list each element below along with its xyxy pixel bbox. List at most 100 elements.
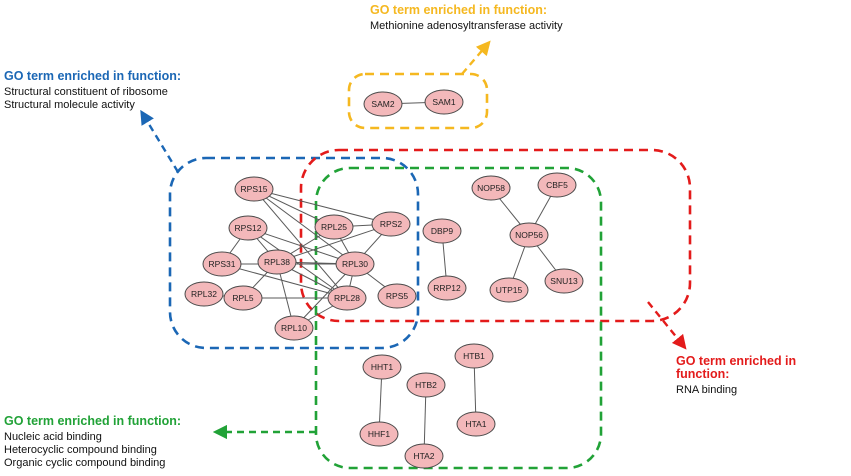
green-annotation-line: Organic cyclic compound binding [4,457,166,469]
node-label: NOP56 [515,230,543,240]
node-ellipse [371,211,411,237]
node-htb1[interactable]: HTB1 [454,343,494,369]
blue-arrow [140,109,180,173]
red-arrow [647,301,687,350]
node-label: HHT1 [371,362,393,372]
node-label: NOP58 [477,183,505,193]
node-rpl25[interactable]: RPL25 [314,214,354,240]
node-nop56[interactable]: NOP56 [509,222,549,248]
node-ellipse [456,411,496,437]
node-ellipse [335,251,375,277]
node-rpl30[interactable]: RPL30 [335,251,375,277]
node-rps31[interactable]: RPS31 [202,251,242,277]
node-ellipse [404,443,444,469]
node-label: DBP9 [431,226,453,236]
node-label: RPS31 [209,259,236,269]
node-label: RPL25 [321,222,347,232]
node-sam1[interactable]: SAM1 [424,89,464,115]
node-label: HHF1 [368,429,390,439]
blue-cluster-box [168,156,420,350]
node-ellipse [406,372,446,398]
node-nop58[interactable]: NOP58 [471,175,511,201]
edge-rps31-rpl28 [221,263,348,299]
node-rpl28[interactable]: RPL28 [327,285,367,311]
node-ellipse [184,281,224,307]
node-ellipse [424,89,464,115]
node-label: RPL32 [191,289,217,299]
node-ellipse [427,275,467,301]
yellow-cluster-box [347,72,489,130]
node-ellipse [257,249,297,275]
node-ellipse [314,214,354,240]
node-hhf1[interactable]: HHF1 [359,421,399,447]
node-ellipse [362,354,402,380]
yellow-annotation: GO term enriched in function: Methionine… [370,4,563,33]
node-label: UTP15 [496,285,523,295]
node-rpl32[interactable]: RPL32 [184,281,224,307]
node-rps5[interactable]: RPS5 [377,283,417,309]
node-label: RPL28 [334,293,360,303]
node-ellipse [489,277,529,303]
node-cbf5[interactable]: CBF5 [537,172,577,198]
green-annotation-heading: GO term enriched in function: [4,414,182,428]
edge-rps15-rpl30 [253,188,356,265]
node-rrp12[interactable]: RRP12 [427,275,467,301]
node-ellipse [274,315,314,341]
node-label: HTA2 [413,451,434,461]
edge-rps15-rpl28 [253,188,348,299]
red-annotation-line: RNA binding [676,384,738,396]
node-rps12[interactable]: RPS12 [228,215,268,241]
edge-rps2-rpl38 [276,223,392,263]
node-ellipse [377,283,417,309]
node-ellipse [202,251,242,277]
node-hht1[interactable]: HHT1 [362,354,402,380]
node-dbp9[interactable]: DBP9 [422,218,462,244]
node-ellipse [422,218,462,244]
blue-annotation-line: Structural constituent of ribosome [4,86,168,98]
node-ellipse [228,215,268,241]
node-label: RPS5 [386,291,408,301]
blue-annotation-heading: GO term enriched in function: [4,69,182,83]
node-label: SAM2 [371,99,394,109]
node-label: RPL30 [342,259,368,269]
node-label: RPL10 [281,323,307,333]
node-ellipse [471,175,511,201]
node-ellipse [537,172,577,198]
node-ellipse [234,176,274,202]
green-cluster-box [314,166,603,470]
node-rpl38[interactable]: RPL38 [257,249,297,275]
node-label: RPL38 [264,257,290,267]
node-rpl10[interactable]: RPL10 [274,315,314,341]
red-annotation: GO term enriched in function: RNA bindin… [676,355,851,397]
node-utp15[interactable]: UTP15 [489,277,529,303]
blue-annotation-line: Structural molecule activity [4,99,135,111]
edge-rps15-rps2 [253,188,392,225]
node-htb2[interactable]: HTB2 [406,372,446,398]
node-snu13[interactable]: SNU13 [544,268,584,294]
green-annotation: GO term enriched in function: Nucleic ac… [4,415,181,470]
node-label: RPS2 [380,219,402,229]
node-ellipse [509,222,549,248]
node-rpl5[interactable]: RPL5 [223,285,263,311]
node-hta1[interactable]: HTA1 [456,411,496,437]
edge-rps12-rpl30 [247,227,356,265]
red-cluster-box [299,148,692,323]
blue-annotation: GO term enriched in function: Structural… [4,70,181,112]
node-ellipse [363,91,403,117]
node-rps15[interactable]: RPS15 [234,176,274,202]
node-ellipse [359,421,399,447]
node-rps2[interactable]: RPS2 [371,211,411,237]
node-hta2[interactable]: HTA2 [404,443,444,469]
node-label: CBF5 [546,180,568,190]
node-label: HTA1 [465,419,486,429]
node-ellipse [223,285,263,311]
node-label: SAM1 [432,97,455,107]
node-label: RRP12 [433,283,461,293]
node-sam2[interactable]: SAM2 [363,91,403,117]
node-ellipse [454,343,494,369]
yellow-annotation-heading: GO term enriched in function: [370,3,548,17]
node-label: SNU13 [550,276,578,286]
node-ellipse [544,268,584,294]
node-label: RPL5 [232,293,254,303]
